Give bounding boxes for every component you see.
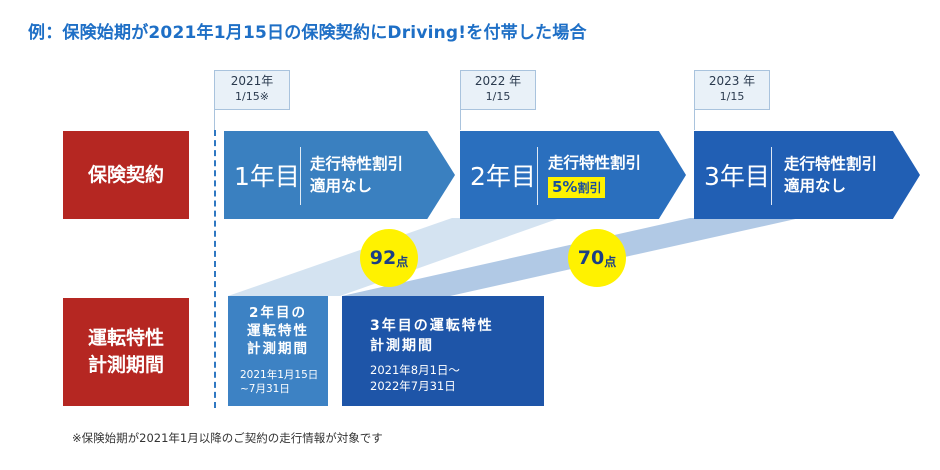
callout-stem: [460, 110, 461, 130]
callout-date: 1/15: [719, 90, 745, 103]
period1-title: 2年目の 運転特性 計測期間: [228, 304, 328, 358]
date-callout-2023: 2023 年 1/15: [694, 70, 770, 110]
row-label-contract: 保険契約: [63, 131, 189, 219]
callout-stem: [214, 110, 215, 130]
callout-date: 1/15※: [235, 90, 269, 103]
row-label-measurement-line1: 運転特性: [87, 327, 164, 349]
score-value: 70: [577, 247, 605, 269]
date-callout-2021: 2021年 1/15※: [214, 70, 290, 110]
row-label-contract-text: 保険契約: [87, 163, 164, 186]
page-title: 例：保険始期が2021年1月15日の保険契約にDriving!を付帯した場合: [28, 23, 587, 43]
discount-suffix: 割引: [577, 181, 602, 195]
year3-description: 走行特性割引 適用なし: [784, 131, 877, 219]
year2-label: 2年目: [470, 162, 536, 191]
measurement-period-year3: 3年目の運転特性 計測期間 2021年8月1日～ 2022年7月31日: [342, 296, 544, 406]
start-date-dashed-line: [214, 130, 216, 408]
callout-year: 2022 年: [474, 74, 522, 88]
callout-stem: [694, 110, 695, 130]
period2-range-start: 2021年8月1日～: [370, 363, 460, 377]
date-callout-2022: 2022 年 1/15: [460, 70, 536, 110]
period1-title-line3: 計測期間: [247, 341, 309, 357]
period1-title-line1: 2年目の: [249, 305, 307, 321]
callout-year: 2023 年: [708, 74, 756, 88]
period2-title-line2: 計測期間: [370, 338, 434, 354]
score-unit: 点: [396, 254, 409, 269]
year1-arrow: 1年目 走行特性割引 適用なし: [224, 131, 455, 219]
discount-value: 5%: [552, 178, 578, 196]
period1-range-end: ~7月31日: [240, 383, 290, 395]
year3-label: 3年目: [704, 162, 770, 191]
score-unit: 点: [604, 254, 617, 269]
period2-title-line1: 3年目の運転特性: [370, 318, 494, 334]
callout-year: 2021年: [230, 74, 274, 88]
period2-title: 3年目の運転特性 計測期間: [370, 316, 494, 356]
year2-description: 走行特性割引 5%割引: [548, 131, 641, 219]
year3-separator: [771, 147, 772, 205]
year1-desc-line1: 走行特性割引: [310, 155, 404, 173]
year3-desc-line2: 適用なし: [784, 177, 847, 195]
callout-date: 1/15: [485, 90, 511, 103]
discount-badge: 5%割引: [548, 177, 606, 198]
period2-range: 2021年8月1日～ 2022年7月31日: [370, 362, 460, 394]
row-label-measurement-line2: 計測期間: [87, 354, 164, 376]
year1-desc-line2: 適用なし: [310, 177, 373, 195]
period2-range-end: 2022年7月31日: [370, 379, 456, 393]
year2-arrow: 2年目 走行特性割引 5%割引: [460, 131, 686, 219]
year2-desc-line1: 走行特性割引: [548, 154, 642, 172]
year3-arrow: 3年目 走行特性割引 適用なし: [694, 131, 920, 219]
year1-description: 走行特性割引 適用なし: [310, 131, 403, 219]
year2-separator: [537, 147, 538, 205]
year3-desc-line1: 走行特性割引: [784, 155, 878, 173]
period1-title-line2: 運転特性: [247, 323, 309, 339]
score-value: 92: [369, 247, 397, 269]
row-label-measurement: 運転特性 計測期間: [63, 298, 189, 406]
measurement-period-year2: 2年目の 運転特性 計測期間 2021年1月15日 ~7月31日: [228, 296, 328, 406]
footnote: ※保険始期が2021年1月以降のご契約の走行情報が対象です: [72, 431, 383, 445]
period1-range-start: 2021年1月15日: [240, 369, 319, 381]
year1-separator: [300, 147, 301, 205]
year1-label: 1年目: [234, 162, 300, 191]
period1-range: 2021年1月15日 ~7月31日: [240, 368, 318, 396]
